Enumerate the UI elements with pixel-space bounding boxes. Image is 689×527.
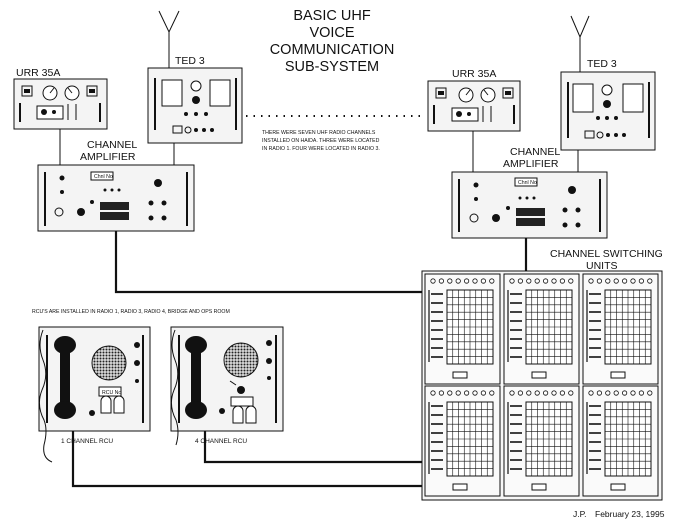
left-receiver-label: URR 35A [16,67,60,79]
left-amplifier-label-2: AMPLIFIER [80,151,136,163]
title-line-1: BASIC UHF [293,8,370,24]
switching-unit [424,273,501,385]
speaker-grille-icon [91,345,127,381]
title-line-2: VOICE [309,25,354,41]
rcu-1-display: RCU No [102,390,121,396]
signature-initials: J.P. [573,509,587,519]
title-line-4: SUB-SYSTEM [285,59,379,75]
switching-label-1: CHANNEL SWITCHING [550,248,663,260]
left-antenna-icon [158,10,180,68]
cables [71,231,528,488]
rcu-4-label: 4 CHANNEL RCU [195,438,247,445]
rcu-1-channel: RCU No [38,326,151,463]
left-amplifier-display: Chnl No [94,174,113,180]
right-channel-amplifier: Chnl No [451,171,608,239]
right-receiver-urr35a [427,80,521,132]
left-amplifier-label-1: CHANNEL [87,139,137,151]
left-transmitter-ted3 [147,67,243,144]
channel-note: THERE WERE SEVEN UHF RADIO CHANNELS INST… [262,130,380,152]
switching-unit [582,273,659,385]
right-receiver-label: URR 35A [452,68,496,80]
left-transmitter-label: TED 3 [175,55,205,67]
right-amplifier-label-2: AMPLIFIER [503,158,559,170]
right-amplifier-display: Chnl No [518,180,537,186]
switching-unit [582,385,659,497]
switching-unit [424,385,501,497]
right-transmitter-label: TED 3 [587,58,617,70]
switching-unit [503,385,580,497]
rcu-note: RCU'S ARE INSTALLED IN RADIO 1, RADIO 3,… [32,309,230,315]
left-receiver-urr35a [13,78,108,130]
svg-text:THERE WERE SEVEN UHF RADIO CHA: THERE WERE SEVEN UHF RADIO CHANNELS [262,130,376,136]
diagram-title: BASIC UHF VOICE COMMUNICATION SUB-SYSTEM [270,8,395,75]
switching-label-2: UNITS [586,260,618,272]
handset-icon [54,336,76,419]
right-transmitter-ted3 [560,71,656,151]
signature-date: February 23, 1995 [595,509,665,519]
svg-text:INSTALLED ON HAIDA. THREE WERE: INSTALLED ON HAIDA. THREE WERE LOCATED [262,138,380,144]
right-amplifier-label-1: CHANNEL [510,146,560,158]
rcu-4-channel [170,326,284,446]
title-line-3: COMMUNICATION [270,42,395,58]
left-channel-amplifier: Chnl No [37,164,195,232]
handset-icon [185,336,207,419]
right-antenna-icon [570,15,590,72]
switching-unit [503,273,580,385]
svg-text:IN RADIO 1. FOUR WERE LOCATED: IN RADIO 1. FOUR WERE LOCATED IN RADIO 3… [262,146,380,152]
switching-units [424,273,659,497]
rcu-1-label: 1 CHANNEL RCU [61,438,113,445]
speaker-grille-icon [223,342,259,378]
